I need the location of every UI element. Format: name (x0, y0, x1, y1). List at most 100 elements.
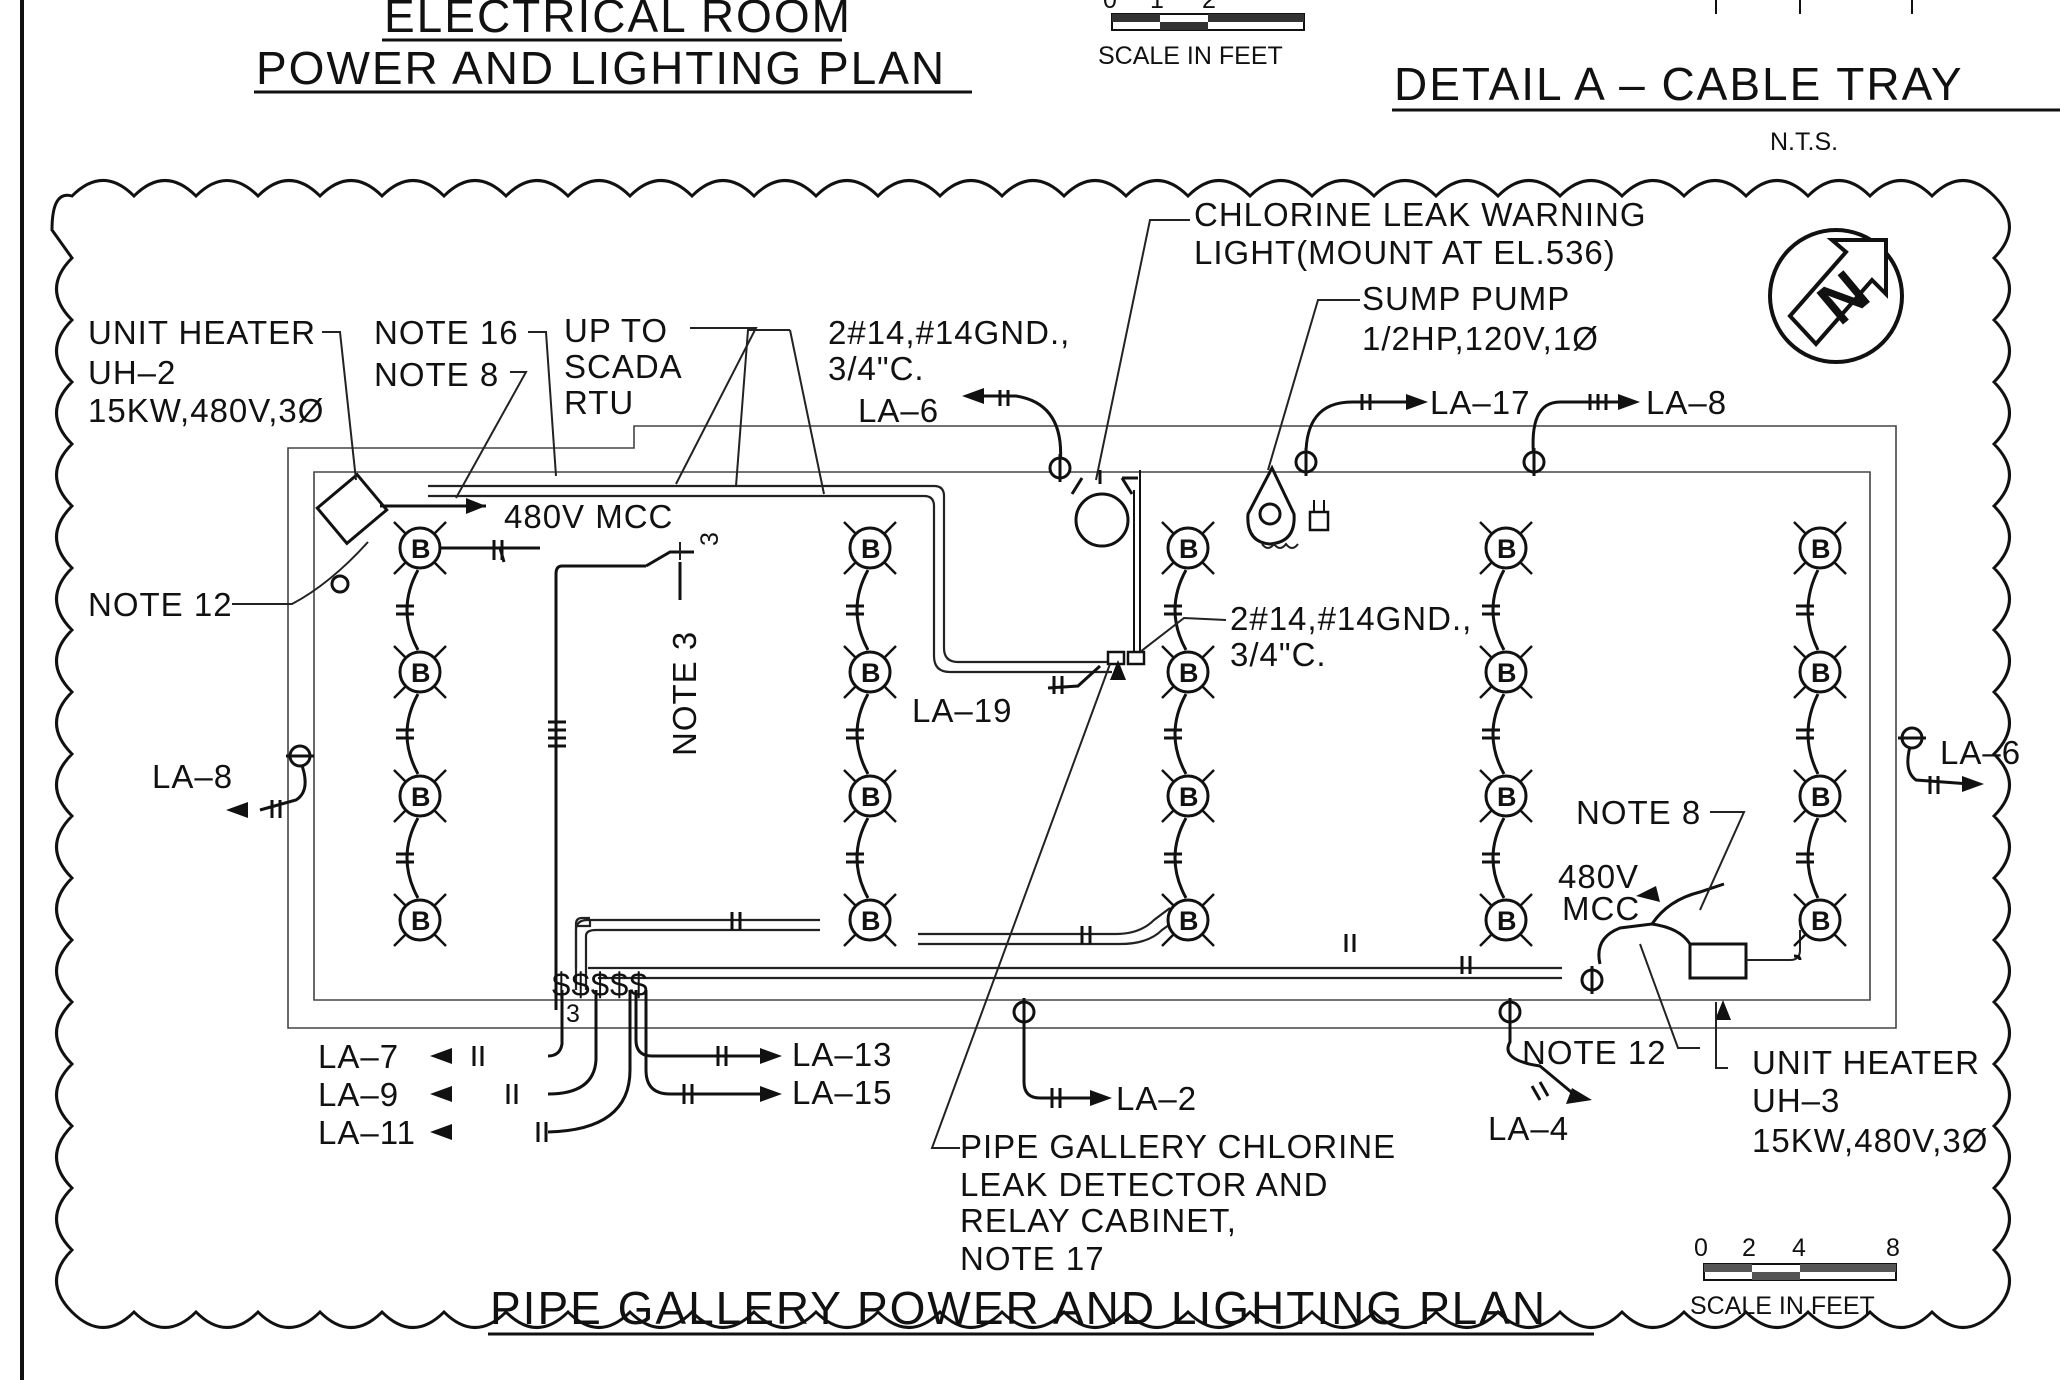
light-fixture: B (1793, 645, 1847, 699)
svg-text:B: B (1179, 658, 1199, 688)
fixture-circuit-arc (1491, 693, 1506, 775)
fixture-hash-mark (1796, 728, 1814, 740)
fixture-hash-mark (1482, 604, 1500, 616)
light-fixture: B (843, 893, 897, 947)
fixture-circuit-arc (405, 817, 420, 899)
fixture-hash-mark (396, 852, 414, 864)
fixture-hash-mark (1164, 604, 1182, 616)
fixture-hash-mark (1796, 852, 1814, 864)
fixture-circuit-arc (1806, 817, 1820, 899)
fixture-circuit-arc (1491, 569, 1506, 651)
svg-text:B: B (411, 782, 431, 812)
fixture-circuit-arc (855, 569, 870, 651)
fixture-circuit-arc (1173, 817, 1188, 899)
light-fixture: B (843, 769, 897, 823)
note3-label: NOTE 3 (666, 631, 703, 756)
cable-tray-main (428, 484, 1562, 990)
svg-text:B: B (1179, 906, 1199, 936)
circuit-la13: LA–13 (792, 1036, 892, 1073)
conduit-mid-label: 2#14,#14GND., 3/4"C. (1230, 600, 1471, 673)
svg-text:B: B (1179, 782, 1199, 812)
svg-text:4: 4 (1792, 1234, 1806, 1262)
light-fixture: B (1161, 521, 1215, 575)
svg-text:B: B (411, 906, 431, 936)
svg-text:0: 0 (1694, 1234, 1708, 1262)
circuit-la17: LA–17 (1430, 384, 1530, 421)
unit-heater-uh2-symbol (315, 472, 486, 546)
fixture-hash-mark (1796, 604, 1814, 616)
switch-bank-count-label: 3 (566, 1000, 580, 1028)
circuit-la9: LA–9 (318, 1076, 399, 1113)
circuit-la2: LA–2 (1116, 1080, 1197, 1117)
fixture-hash-mark (846, 852, 864, 864)
fixture-circuit-arc (1806, 569, 1820, 651)
svg-text:UH–2: UH–2 (88, 354, 176, 391)
scale-bottom-label: SCALE IN FEET (1690, 1292, 1875, 1320)
fixture-circuit-arc (1491, 817, 1506, 899)
svg-text:2: 2 (1202, 0, 1216, 14)
svg-text:B: B (1497, 782, 1517, 812)
scale-top-label: SCALE IN FEET (1098, 42, 1283, 70)
note12-left-label: NOTE 12 (88, 586, 233, 623)
svg-text:NOTE 17: NOTE 17 (960, 1240, 1105, 1277)
svg-text:LEAK DETECTOR AND: LEAK DETECTOR AND (960, 1166, 1328, 1203)
switch-bank-label: $$$$$ (552, 966, 649, 1003)
note8-right-label: NOTE 8 (1576, 794, 1701, 831)
svg-text:UNIT HEATER: UNIT HEATER (88, 314, 316, 351)
unit-heater-uh3-label: UNIT HEATER UH–3 15KW,480V,3Ø (1752, 1044, 1988, 1159)
svg-text:B: B (1811, 782, 1831, 812)
sump-pump-label: SUMP PUMP 1/2HP,120V,1Ø (1362, 280, 1598, 357)
circuit-la6-top: LA–6 (858, 392, 939, 429)
circuit-la15: LA–15 (792, 1074, 892, 1111)
arrowheads (226, 388, 1984, 1140)
svg-text:15KW,480V,3Ø: 15KW,480V,3Ø (1752, 1122, 1988, 1159)
svg-text:B: B (1497, 534, 1517, 564)
light-fixture: B (1793, 521, 1847, 575)
svg-text:CHLORINE LEAK WARNING: CHLORINE LEAK WARNING (1194, 196, 1647, 233)
svg-text:B: B (1811, 658, 1831, 688)
svg-text:B: B (1497, 658, 1517, 688)
fixture-circuit-arc (1173, 693, 1188, 775)
light-fixture: B (393, 521, 447, 575)
circuit-la19: LA–19 (912, 692, 1012, 729)
fixture-circuit-arc (855, 817, 870, 899)
fixture-hash-mark (396, 728, 414, 740)
up-to-scada-label: UP TO SCADA RTU (564, 312, 682, 421)
svg-text:8: 8 (1886, 1234, 1900, 1262)
light-fixture: B (1479, 521, 1533, 575)
svg-text:B: B (1811, 534, 1831, 564)
svg-text:PIPE GALLERY CHLORINE: PIPE GALLERY CHLORINE (960, 1128, 1396, 1165)
light-fixture: B (1479, 645, 1533, 699)
chlorine-warning-light-symbol (1070, 470, 1138, 548)
unit-heater-uh3-symbol (1688, 930, 1801, 980)
plan-title: PIPE GALLERY POWER AND LIGHTING PLAN (490, 1282, 1547, 1334)
mcc-top-label: 480V MCC (504, 498, 673, 535)
fixture-hash-mark (1164, 728, 1182, 740)
light-fixture: B (1793, 893, 1847, 947)
revision-cloud (50, 179, 2011, 1329)
svg-text:B: B (411, 658, 431, 688)
svg-text:B: B (861, 658, 881, 688)
svg-text:1: 1 (1150, 0, 1164, 14)
note16-label: NOTE 16 (374, 314, 519, 351)
fixture-circuit-arc (405, 693, 420, 775)
fixture-circuit-arc (1173, 569, 1188, 651)
wall-junctions (286, 448, 1926, 1026)
svg-text:B: B (861, 782, 881, 812)
light-fixture: B (1161, 769, 1215, 823)
circuit-la6-right: LA–6 (1940, 734, 2021, 771)
light-fixture: B (393, 645, 447, 699)
relay-cabinet-symbol (1106, 470, 1146, 666)
fixture-circuit-arc (1806, 693, 1820, 775)
leader-lines (232, 219, 1746, 1149)
svg-text:B: B (861, 534, 881, 564)
svg-text:15KW,480V,3Ø: 15KW,480V,3Ø (88, 392, 324, 429)
svg-text:SUMP PUMP: SUMP PUMP (1362, 280, 1570, 317)
svg-text:RELAY CABINET,: RELAY CABINET, (960, 1202, 1237, 1239)
light-fixture: B (1793, 769, 1847, 823)
fixture-circuit-arc (405, 569, 420, 651)
svg-text:3/4"C.: 3/4"C. (1230, 636, 1327, 673)
light-fixture: B (1479, 769, 1533, 823)
fixture-hash-mark (1482, 852, 1500, 864)
